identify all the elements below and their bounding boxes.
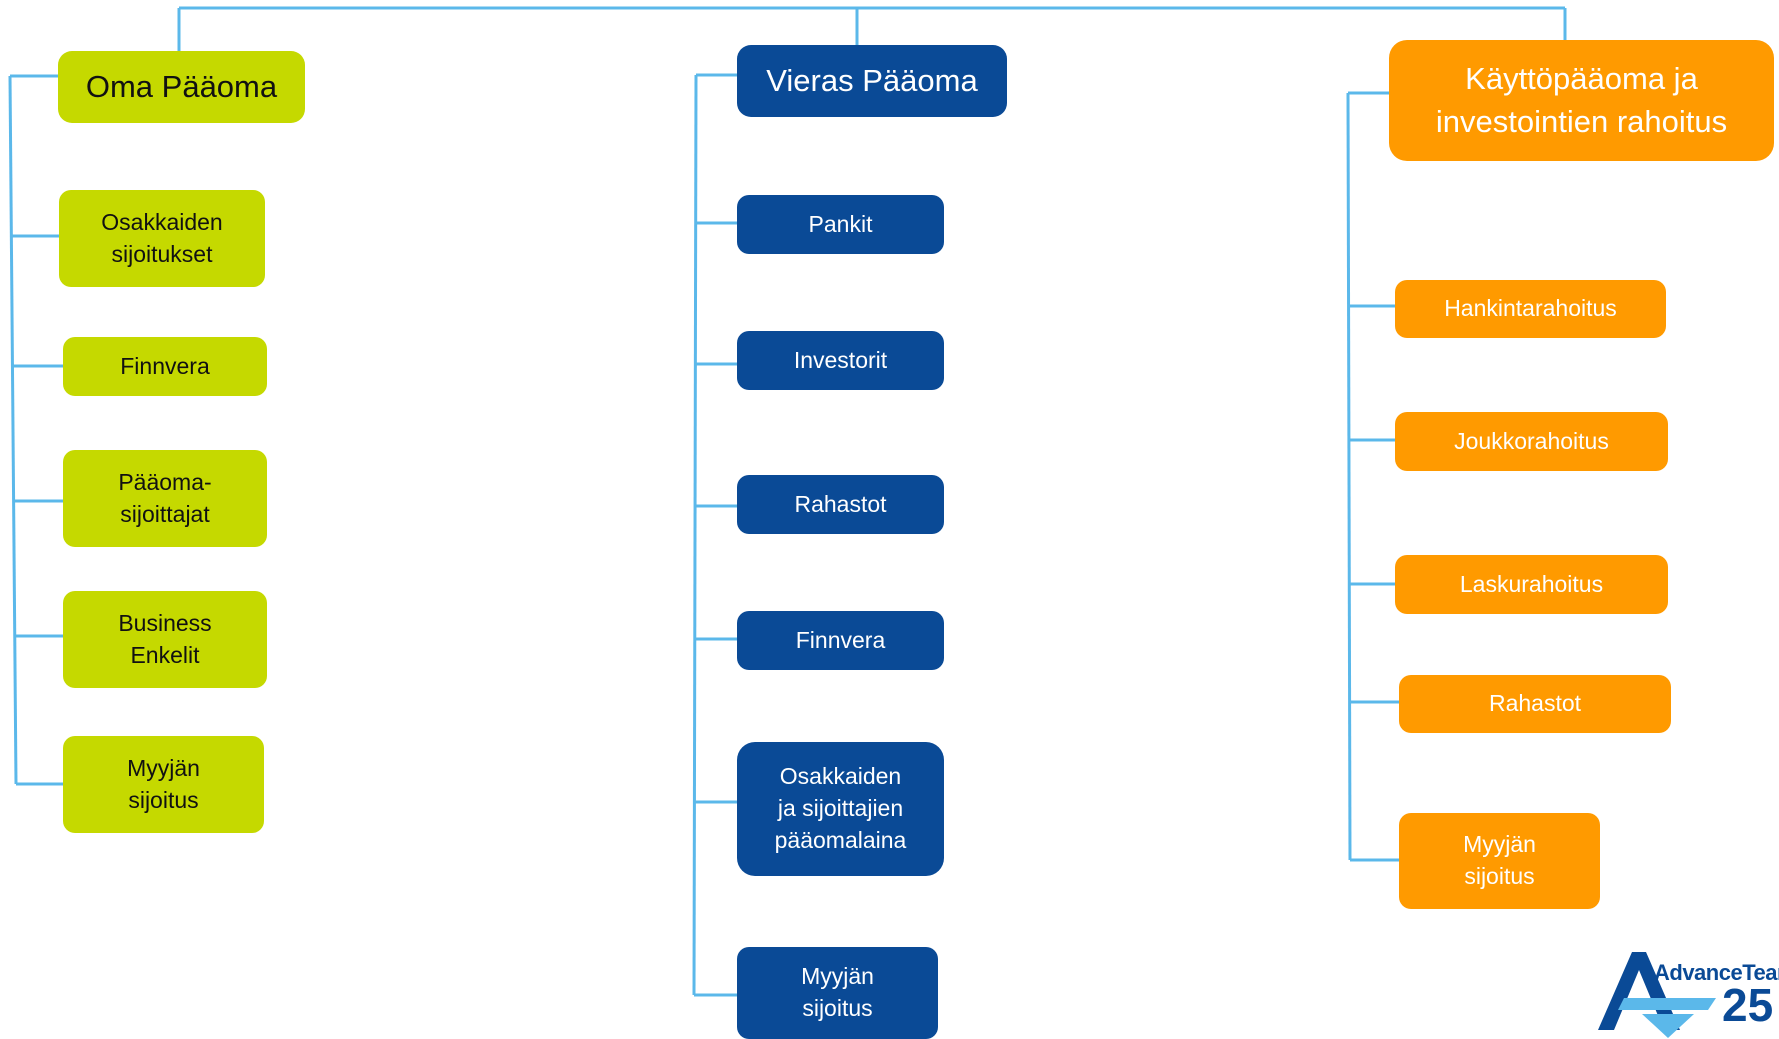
kaytto-item-myyjan-sijoitus: Myyjän sijoitus [1399, 813, 1600, 909]
vieras-item-myyjan-sijoitus: Myyjän sijoitus [737, 947, 938, 1039]
oma-item-business-enkelit: Business Enkelit [63, 591, 267, 688]
vieras-paaoma-header: Vieras Pääoma [737, 45, 1007, 117]
oma-item-myyjan-sijoitus: Myyjän sijoitus [63, 736, 264, 833]
kaytto-item-laskurahoitus: Laskurahoitus [1395, 555, 1668, 614]
advanceteam-logo: AdvanceTeam 25 [1598, 952, 1779, 1039]
oma-item-osakkaiden-sijoitukset: Osakkaiden sijoitukset [59, 190, 265, 287]
kayttopaaoma-header: Käyttöpääoma ja investointien rahoitus [1389, 40, 1774, 161]
oma-item-finnvera: Finnvera [63, 337, 267, 396]
kaytto-item-rahastot: Rahastot [1399, 675, 1671, 733]
kaytto-item-joukkorahoitus: Joukkorahoitus [1395, 412, 1668, 471]
oma-item-paaomasijoittajat: Pääoma- sijoittajat [63, 450, 267, 547]
logo-number: 25 [1722, 979, 1774, 1031]
advanceteam-logo-mark [1598, 952, 1716, 1038]
vieras-item-investorit: Investorit [737, 331, 944, 390]
vieras-item-paaomalaina: Osakkaiden ja sijoittajien pääomalaina [737, 742, 944, 876]
vieras-item-rahastot: Rahastot [737, 475, 944, 534]
logo-text: AdvanceTeam [1654, 960, 1779, 985]
oma-paaoma-header: Oma Pääoma [58, 51, 305, 123]
vieras-item-pankit: Pankit [737, 195, 944, 254]
kaytto-item-hankintarahoitus: Hankintarahoitus [1395, 280, 1666, 338]
vieras-item-finnvera: Finnvera [737, 611, 944, 670]
